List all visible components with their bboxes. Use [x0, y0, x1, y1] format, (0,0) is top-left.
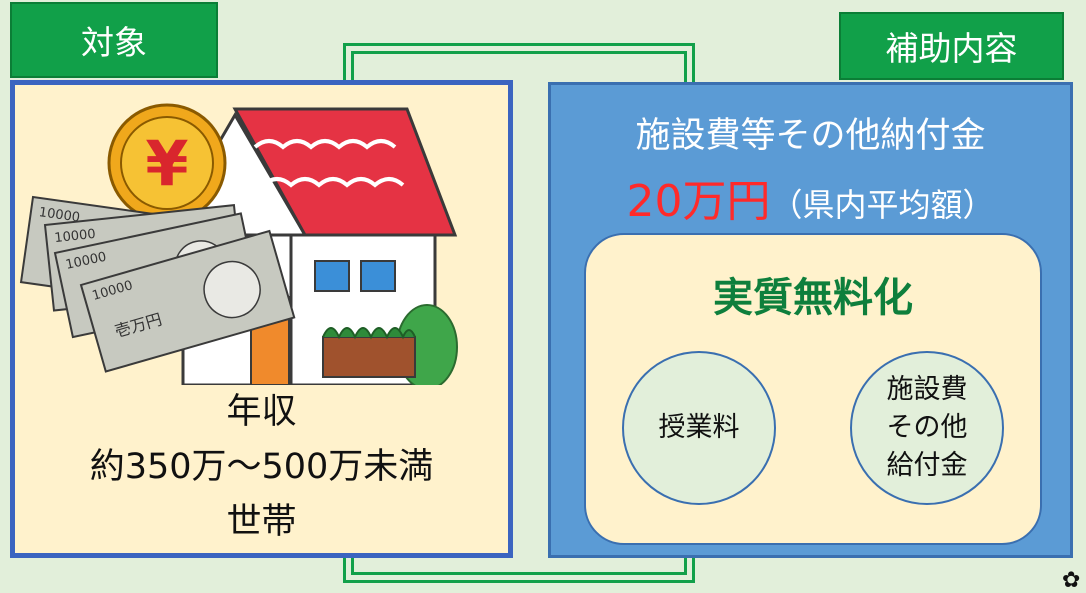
subsidy-panel: 施設費等その他納付金 20万円（県内平均額） 実質無料化 授業料 施設費 その他… — [548, 82, 1073, 558]
income-label: 年収 — [226, 392, 297, 432]
subsidy-amount: 20万円 — [626, 176, 771, 227]
tuition-label: 授業料 — [658, 412, 740, 443]
amount-note: （県内平均額） — [770, 186, 995, 224]
income-range: 約350万～500万未満 — [89, 447, 434, 487]
svg-text:10000: 10000 — [54, 227, 97, 246]
subsidy-tab-label: 補助内容 — [885, 29, 1018, 68]
target-panel: ¥ 10000 10000 10000 10000 — [10, 80, 513, 558]
subsidy-amount-line: 20万円（県内平均額） — [551, 165, 1070, 229]
tuition-circle: 授業料 — [622, 351, 776, 505]
facility-fee-title: 施設費等その他納付金 — [635, 116, 986, 156]
yen-coin-icon: ¥ — [107, 103, 227, 223]
svg-text:10000: 10000 — [38, 205, 81, 226]
banknotes-icon: 10000 10000 10000 10000 壱万円 — [19, 195, 296, 373]
facility-fee-label: 施設費 その他 給付金 — [886, 374, 968, 481]
svg-text:¥: ¥ — [145, 127, 188, 200]
household-label: 世帯 — [226, 502, 297, 542]
target-tab-label: 対象 — [81, 23, 147, 62]
target-tab: 対象 — [10, 2, 218, 78]
free-of-charge-box: 実質無料化 授業料 施設費 その他 給付金 — [584, 233, 1042, 545]
free-of-charge-title: 実質無料化 — [713, 275, 913, 321]
income-condition-text: 年収 約350万～500万未満 世帯 — [15, 385, 508, 550]
house-money-illustration: ¥ 10000 10000 10000 10000 — [19, 103, 458, 385]
subsidy-tab: 補助内容 — [839, 12, 1064, 80]
corner-ornament-icon: ✿ — [1062, 568, 1081, 593]
facility-fee-circle: 施設費 その他 給付金 — [850, 351, 1004, 505]
